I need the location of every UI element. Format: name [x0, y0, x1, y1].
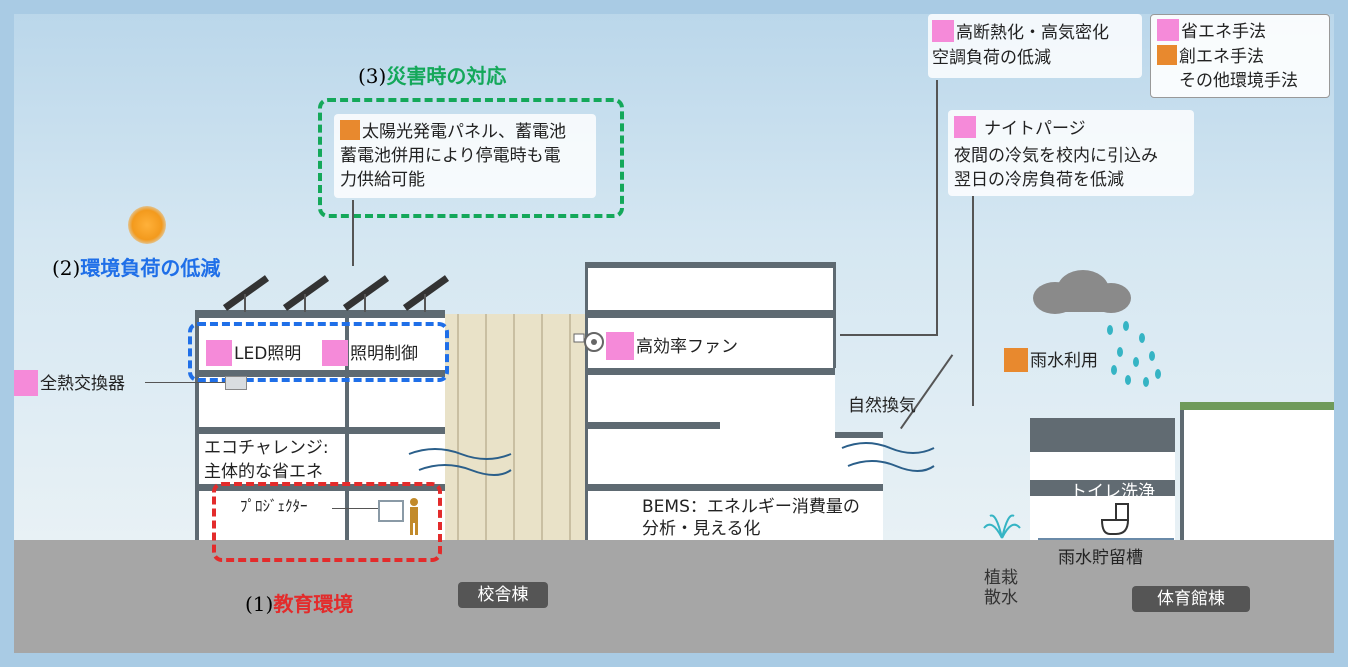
- legend-box: 省エネ手法 創エネ手法 その他環境手法: [1150, 14, 1330, 98]
- night-purge-leader-line: [972, 196, 974, 406]
- heat-exchanger-unit: [225, 376, 247, 390]
- insulation-pink-swatch: [932, 20, 954, 42]
- disaster-heading-text: 災害時の対応: [386, 64, 507, 88]
- legend-other: その他環境手法: [1179, 71, 1298, 91]
- led-pink-swatch: [206, 340, 232, 366]
- disaster-dashed-box: [318, 98, 624, 218]
- projector-leader: [332, 508, 378, 509]
- rain-tank-label: 雨水貯留槽: [1058, 548, 1143, 568]
- insulation-callout: 高断熱化・高気密化 空調負荷の低減: [928, 14, 1142, 78]
- insulation-leader-line: [936, 80, 938, 336]
- person-icon: [410, 498, 418, 535]
- irrigation-line-2: 散水: [984, 588, 1018, 608]
- toilet-icon: [1100, 503, 1130, 535]
- rain-icon: [1107, 321, 1161, 387]
- sun-icon: [128, 206, 166, 244]
- rainwater-use-label: 雨水利用: [1004, 348, 1098, 372]
- lighting-control-label: 照明制御: [322, 340, 418, 366]
- environment-dashed-box: [188, 322, 449, 382]
- heat-exchanger-text: 全熱交換器: [40, 374, 125, 394]
- school-building-tag: 校舎棟: [458, 582, 548, 608]
- solar-line-1: 太陽光発電パネル、蓄電池: [362, 122, 566, 142]
- solar-line-2: 蓄電池併用により停電時も電: [340, 146, 561, 166]
- legend-energy-saving: 省エネ手法: [1181, 22, 1266, 42]
- wind-arrow-icon: [408, 448, 512, 476]
- solar-callout: 太陽光発電パネル、蓄電池 蓄電池併用により停電時も電 力供給可能: [334, 114, 596, 198]
- led-label: LED照明: [206, 340, 301, 366]
- bems-line-1: BEMS：エネルギー消費量の: [642, 497, 860, 517]
- solar-leader-line: [352, 200, 354, 266]
- screen-icon: [378, 500, 404, 522]
- disaster-heading: (3)災害時の対応: [358, 60, 506, 89]
- insulation-leader-line-h: [840, 334, 938, 336]
- environment-heading-text: 環境負荷の低減: [80, 256, 221, 280]
- rainwater-use-text: 雨水利用: [1030, 351, 1098, 371]
- solar-orange-swatch: [340, 120, 360, 140]
- night-purge-line-1: ナイトパージ: [984, 119, 1086, 139]
- projector-label: ﾌﾟﾛｼﾞｪｸﾀｰ: [240, 497, 308, 515]
- night-purge-line-2: 夜間の冷気を校内に引込み: [954, 146, 1158, 166]
- eco-challenge-line-2: 主体的な省エネ: [204, 462, 323, 482]
- education-heading: (1)教育環境: [245, 588, 353, 617]
- irrigation-label: 植栽 散水: [984, 568, 1018, 608]
- solar-line-3: 力供給可能: [340, 170, 425, 190]
- fan-icon: [573, 332, 604, 352]
- legend-pink-swatch: [1157, 19, 1179, 41]
- education-dashed-box: [212, 482, 442, 562]
- eco-challenge-label: エコチャレンジ: 主体的な省エネ: [204, 436, 329, 484]
- insulation-line-1: 高断熱化・高気密化: [956, 23, 1109, 43]
- rainwater-orange-swatch: [1004, 348, 1028, 372]
- night-purge-callout: ナイトパージ 夜間の冷気を校内に引込み 翌日の冷房負荷を低減: [948, 110, 1194, 196]
- bems-label: BEMS：エネルギー消費量の 分析・見える化: [642, 496, 860, 540]
- disaster-heading-number: (3): [358, 64, 387, 88]
- night-purge-pink-swatch: [954, 116, 976, 138]
- heat-exchanger-leader: [145, 382, 225, 383]
- gym-extension: [1180, 410, 1334, 542]
- environment-heading-number: (2): [52, 256, 81, 280]
- school-building: [195, 262, 885, 542]
- bems-line-2: 分析・見える化: [642, 519, 761, 539]
- cloud-icon: [1033, 270, 1131, 314]
- insulation-line-2: 空調負荷の低減: [932, 48, 1051, 68]
- led-text: LED照明: [234, 344, 302, 364]
- legend-energy-creation: 創エネ手法: [1179, 47, 1264, 67]
- natural-ventilation-label: 自然換気: [848, 396, 916, 416]
- lighting-control-text: 照明制御: [350, 344, 418, 364]
- fan-pink-swatch: [606, 332, 634, 360]
- environment-heading: (2)環境負荷の低減: [52, 252, 220, 281]
- gym-building-tag: 体育館棟: [1132, 586, 1250, 612]
- sprinkler-icon: [983, 514, 1021, 539]
- gym-roof-green: [1180, 402, 1334, 410]
- legend-orange-swatch: [1157, 45, 1177, 65]
- irrigation-line-1: 植栽: [984, 568, 1018, 588]
- lighting-control-pink-swatch: [322, 340, 348, 366]
- education-heading-text: 教育環境: [273, 592, 354, 616]
- wind-arrow-icon-2: [841, 442, 935, 472]
- heat-exchanger-pink-swatch: [12, 370, 38, 396]
- eco-challenge-line-1: エコチャレンジ:: [204, 438, 329, 458]
- night-purge-line-3: 翌日の冷房負荷を低減: [954, 170, 1124, 190]
- heat-exchanger-label: 全熱交換器: [12, 370, 125, 396]
- solar-panel-icon: [222, 275, 450, 312]
- fan-text: 高効率ファン: [636, 337, 738, 357]
- education-heading-number: (1): [245, 592, 274, 616]
- fan-label: 高効率ファン: [606, 332, 738, 360]
- toilet-flush-label: トイレ洗浄: [1070, 482, 1155, 502]
